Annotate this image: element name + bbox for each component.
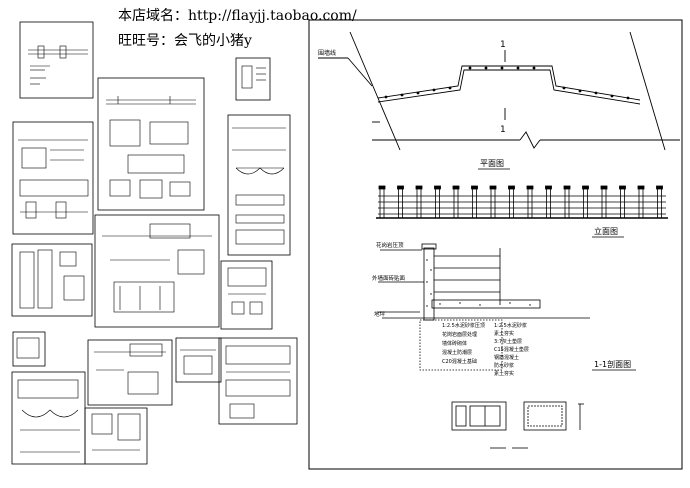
bottom-details <box>451 401 584 449</box>
layer-right-0: 1:2.5水泥砂浆 <box>494 322 527 329</box>
railing-post <box>527 187 533 219</box>
thumbnail-sheets <box>11 21 298 465</box>
thumb-sheet-12 <box>218 337 298 425</box>
railing-post <box>490 187 496 219</box>
railing-post <box>509 187 514 219</box>
thumb-sheet-4 <box>12 121 94 235</box>
section-layer-notes: 1:2.5水泥砂浆压顶 花岗岩面层处理 墙体砖砌体 混凝土防潮层 C20混凝土基… <box>442 322 529 377</box>
railing-post-cap <box>397 185 404 190</box>
layer-right-3: C15混凝土垫层 <box>494 346 529 353</box>
thumb-sheet-5 <box>227 114 291 256</box>
section-label-top: 花岗岩压顶 <box>376 241 404 249</box>
railing-post <box>601 187 607 219</box>
shop-domain-text: 本店域名：http://flayjj.taobao.com/ <box>118 8 357 24</box>
railing-post-cap <box>545 185 552 190</box>
layer-left-2: 墙体砖砌体 <box>442 340 467 347</box>
layer-right-1: 素土夯实 <box>494 330 514 337</box>
thumb-sheet-9 <box>12 331 46 367</box>
thumb-sheet-2 <box>97 77 205 211</box>
layer-right-6: 素土夯实 <box>494 370 514 377</box>
plan-view-title: 平面图 <box>480 159 504 168</box>
wangwang-id-text: 旺旺号：会飞的小猪y <box>118 33 252 49</box>
railing-post-cap <box>415 185 423 190</box>
section-mark-top: 1 <box>500 40 506 50</box>
thumb-sheet-7 <box>11 243 93 317</box>
thumbnail-details <box>16 45 291 453</box>
railing-post <box>416 187 422 219</box>
railing-post-cap <box>434 185 441 190</box>
plan-side-label: 围墙线 <box>318 49 336 57</box>
railing-post <box>564 187 570 219</box>
layer-right-5: 防水砂浆 <box>494 362 514 369</box>
thumb-sheet-10 <box>87 339 173 406</box>
thumb-sheet-11 <box>175 337 222 383</box>
thumb-sheet-1 <box>19 21 94 99</box>
railing-post <box>453 187 459 219</box>
section-label-middle: 外墙面砖贴面 <box>372 274 406 282</box>
railing-post-cap <box>582 185 589 190</box>
railing-post-cap <box>508 185 515 190</box>
railing-post-cap <box>563 185 571 190</box>
railing-post <box>379 187 385 219</box>
layer-left-0: 1:2.5水泥砂浆压顶 <box>442 322 485 329</box>
railing-post <box>435 187 440 219</box>
thumb-sheet-13 <box>11 371 86 465</box>
railing-post <box>620 187 625 219</box>
layer-right-4: 钢筋混凝土 <box>494 354 519 361</box>
main-sheet-frame <box>308 19 683 470</box>
section-mark-bottom: 1 <box>500 125 506 135</box>
railing-post-cap <box>378 185 386 190</box>
railing-post-cap <box>600 185 608 190</box>
section-hatching <box>426 259 531 307</box>
railing-post-cap <box>637 185 645 190</box>
layer-left-4: C20混凝土基础 <box>442 358 477 365</box>
section-label-bottom: 地坪 <box>374 310 386 318</box>
railing-post <box>472 187 477 219</box>
railing-post <box>657 187 662 219</box>
railing-post-cap <box>619 185 626 190</box>
railing-post-cap <box>489 185 497 190</box>
thumb-sheet-3 <box>235 57 271 101</box>
railing-post <box>583 187 588 219</box>
railing-post <box>638 187 644 219</box>
railing-post-cap <box>452 185 460 190</box>
plan-view <box>318 31 680 151</box>
thumb-sheet-8 <box>220 260 273 330</box>
elevation-view <box>376 185 668 219</box>
layer-right-2: 3:7灰土垫层 <box>494 338 522 345</box>
thumb-sheet-14 <box>84 407 148 465</box>
section-view <box>378 243 590 371</box>
layer-left-1: 花岗岩面层处理 <box>442 331 477 338</box>
railing-post <box>546 187 551 219</box>
railing-post-cap <box>471 185 478 190</box>
railing-post-cap <box>656 185 663 190</box>
section-view-title: 1-1剖面图 <box>594 359 631 369</box>
railing-post <box>398 187 403 219</box>
layer-left-3: 混凝土防潮层 <box>442 349 472 356</box>
thumb-sheet-6 <box>94 214 220 328</box>
railing-post-cap <box>526 185 534 190</box>
elevation-view-title: 立面图 <box>594 226 618 236</box>
